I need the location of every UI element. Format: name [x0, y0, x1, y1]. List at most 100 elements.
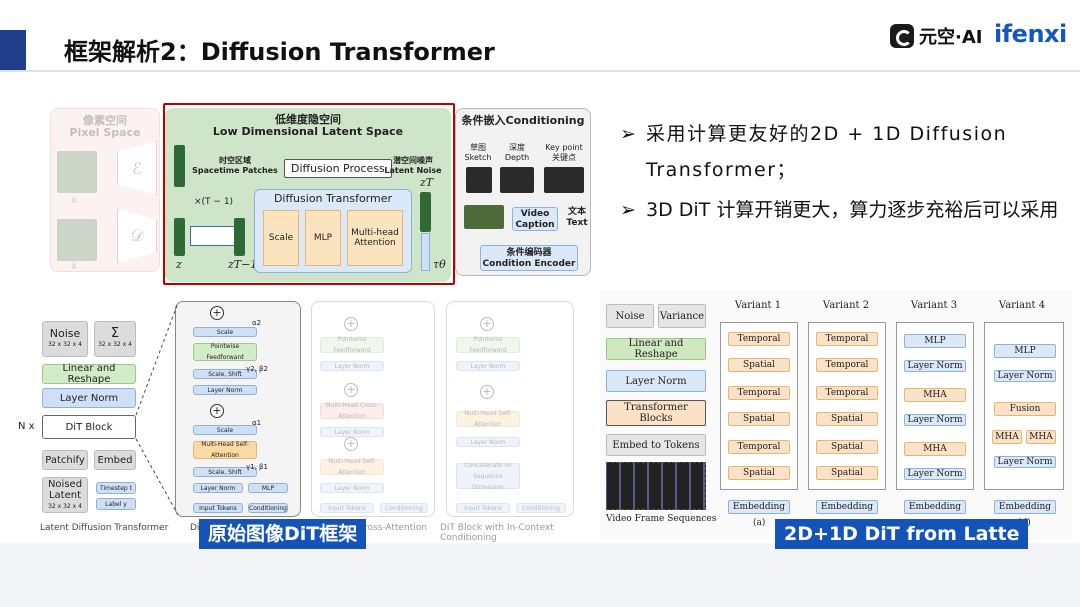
layer-norm-v3: Layer Norm: [904, 468, 966, 480]
arrow-bullet-icon: ➢: [620, 123, 636, 145]
x-label: x: [71, 195, 77, 206]
add-icon: +: [210, 306, 224, 320]
page-title: 框架解析2：Diffusion Transformer: [64, 38, 495, 66]
self-attention-box-faded: Multi-Head Self-Attention: [456, 410, 520, 428]
embedding-box: Embedding: [728, 500, 790, 514]
timestep-box: Timestep t: [96, 482, 136, 494]
bullet-text: 3D DiT 计算开销更大，算力逐步充裕后可以采用: [646, 199, 1059, 221]
concatenate-box-faded: Concatenate on Sequence Dimension: [456, 462, 520, 491]
conditioning-faded: Conditioning: [380, 503, 428, 513]
noise-box: Noise: [606, 304, 654, 328]
embedding-box: Embedding: [816, 500, 878, 514]
video-thumbnail: [464, 205, 504, 229]
latte-diagram: Noise Variance Linear and Reshape Layer …: [600, 290, 1072, 540]
add-icon: +: [480, 385, 494, 399]
label-a: (a): [753, 518, 766, 528]
layer-norm-box-1: Layer Norm: [193, 483, 243, 493]
cross-attention-box-faded: Multi-Head Cross-Attention: [320, 402, 384, 420]
layer-norm-box: Layer Norm: [42, 388, 136, 408]
temporal-box: Temporal: [728, 332, 790, 346]
layer-norm-v3: Layer Norm: [904, 360, 966, 372]
times-label: ×(T − 1): [194, 197, 234, 207]
variant2-title: Variant 2: [822, 300, 870, 311]
spatial-box: Spatial: [728, 412, 790, 426]
z-T-label: zT: [420, 176, 434, 189]
layer-norm-faded: Layer Norm: [320, 361, 384, 371]
caption-in-context: DiT Block with In-Context Conditioning: [440, 523, 554, 543]
gamma2-beta2-label: γ2, β2: [246, 365, 268, 373]
tau-theta-bar: [421, 233, 430, 271]
pixel-space-cn: 像素空间: [83, 114, 127, 127]
temporal-box: Temporal: [728, 386, 790, 400]
title-accent-bar: [0, 30, 26, 70]
temporal-box: Temporal: [816, 332, 878, 346]
pointwise-ff-box-faded: Pointwise Feedforward: [456, 336, 520, 354]
latent-space-cn: 低维度隐空间: [275, 113, 341, 126]
embed-box: Embed: [94, 450, 136, 470]
gamma1-beta1-label: γ1, β1: [246, 463, 268, 471]
spatial-box: Spatial: [728, 358, 790, 372]
layer-norm-v3: Layer Norm: [904, 414, 966, 426]
layer-norm-faded: Layer Norm: [456, 361, 520, 371]
video-frames-image: [606, 462, 706, 510]
latent-noise-block: [420, 192, 431, 232]
arrow-bullet-icon: ➢: [620, 199, 636, 221]
mha-box: MHA: [1026, 430, 1056, 444]
bullet-item: ➢ 3D DiT 计算开销更大，算力逐步充裕后可以采用: [620, 192, 1060, 228]
input-tokens-faded: Input Tokens: [456, 503, 510, 513]
layer-norm-faded: Layer Norm: [320, 483, 384, 493]
layer-norm-faded: Layer Norm: [320, 427, 384, 437]
dit-framework-tag: 原始图像DiT框架: [199, 519, 367, 549]
highlight-frame: [163, 103, 455, 285]
mlp-block: MLP: [305, 210, 341, 266]
video-frames-label: Video Frame Sequences: [606, 514, 717, 524]
bottom-band: [0, 543, 1080, 607]
variant4-title: Variant 4: [998, 300, 1046, 311]
encoder-shape: ℰ: [117, 141, 157, 195]
caption-cross-attention: ross-Attention: [364, 523, 427, 533]
add-icon: +: [344, 437, 358, 451]
fusion-box: Fusion: [994, 402, 1056, 416]
dit-title: Diffusion Transformer: [273, 192, 393, 205]
mlp-box: MLP: [994, 344, 1056, 358]
mha-block: Multi-head Attention: [347, 210, 403, 266]
add-icon: +: [480, 317, 494, 331]
temporal-box: Temporal: [816, 358, 878, 372]
output-frames-image: [57, 219, 97, 261]
input-tokens-faded: Input Tokens: [320, 503, 374, 513]
scale-box-top: Scale: [193, 327, 257, 337]
conditioning-box: Conditioning: [248, 503, 288, 513]
tau-theta-label: τθ: [433, 258, 446, 271]
ifenxi-logo: ifenxi: [994, 20, 1067, 48]
layer-norm-box: Layer Norm: [606, 370, 706, 392]
mha-box: MHA: [904, 442, 966, 456]
variant1-column: [720, 322, 798, 490]
title-divider: [0, 70, 1080, 72]
dit-block-box: DiT Block: [42, 415, 136, 439]
scale-box-mid: Scale: [193, 425, 257, 435]
z-block: [174, 218, 185, 256]
brand-logo-text: 元空·AI: [919, 27, 983, 48]
mh-self-attention-box: Multi-Head Self-Attention: [193, 441, 257, 459]
in-context-block: [446, 301, 574, 517]
depth-thumbnail: [500, 167, 534, 193]
x-hat-label: x̃: [71, 261, 77, 272]
scale-shift-box-1: Scale, Shift: [193, 467, 257, 477]
z-T-minus-1-block: [234, 218, 245, 256]
linear-reshape-box: Linear and Reshape: [606, 338, 706, 360]
alpha2-label: α2: [252, 319, 262, 327]
variant2-column: [808, 322, 886, 490]
variant1-title: Variant 1: [734, 300, 782, 311]
spatial-box: Spatial: [816, 440, 878, 454]
connector-lines: [135, 302, 179, 516]
bullet-item: ➢ 采用计算更友好的2D + 1D Diffusion Transformer；: [620, 116, 1060, 188]
